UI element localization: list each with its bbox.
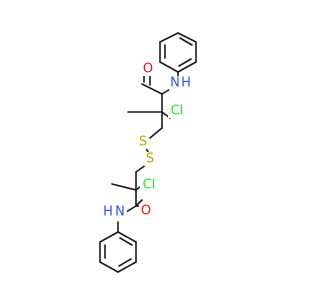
bond	[177, 32, 197, 43]
phenyl-ring-top	[159, 32, 197, 73]
bond	[159, 32, 179, 43]
atom-sulfur-1: S	[137, 135, 149, 150]
bond	[117, 231, 137, 243]
bond	[99, 231, 119, 243]
bond	[177, 61, 197, 73]
atom-sulfur-2: S	[144, 152, 156, 167]
molecule-structure-diagram: O N H Cl S S Cl O H N	[99, 32, 197, 273]
double-bond	[119, 237, 133, 246]
bond	[117, 261, 137, 273]
chlorine-label: Cl	[143, 178, 156, 193]
chlorine-label: Cl	[171, 104, 184, 119]
oxygen-label: O	[141, 204, 151, 219]
atom-oxygen-bottom: O	[139, 204, 153, 219]
double-bond-co-bottom	[135, 199, 143, 207]
sulfur-label: S	[146, 152, 154, 167]
oxygen-label: O	[143, 62, 153, 77]
double-bond	[118, 258, 132, 267]
atom-oxygen-top: O	[141, 62, 155, 77]
phenyl-ring-bottom	[99, 231, 137, 273]
bond	[99, 261, 119, 273]
nitrogen-label: H	[103, 205, 113, 220]
sulfur-label: S	[139, 135, 147, 150]
atom-chlorine-top: Cl	[168, 104, 186, 119]
atom-nitrogen-top: N H	[169, 76, 193, 91]
bond-ch2-s-top	[149, 127, 163, 139]
bond	[159, 61, 179, 73]
hydrogen-label: N	[115, 205, 125, 220]
double-bond	[179, 37, 193, 46]
nitrogen-label: N	[170, 76, 180, 91]
bond-methyl-bottom	[111, 183, 137, 191]
bond-carbonyl-top	[141, 83, 163, 95]
atom-chlorine-bottom: Cl	[140, 178, 158, 193]
hydrogen-label: H	[181, 76, 191, 91]
atom-nitrogen-bottom: H N	[101, 205, 127, 220]
double-bond	[178, 58, 192, 67]
bond-n-carbonyl-bottom	[125, 205, 137, 213]
